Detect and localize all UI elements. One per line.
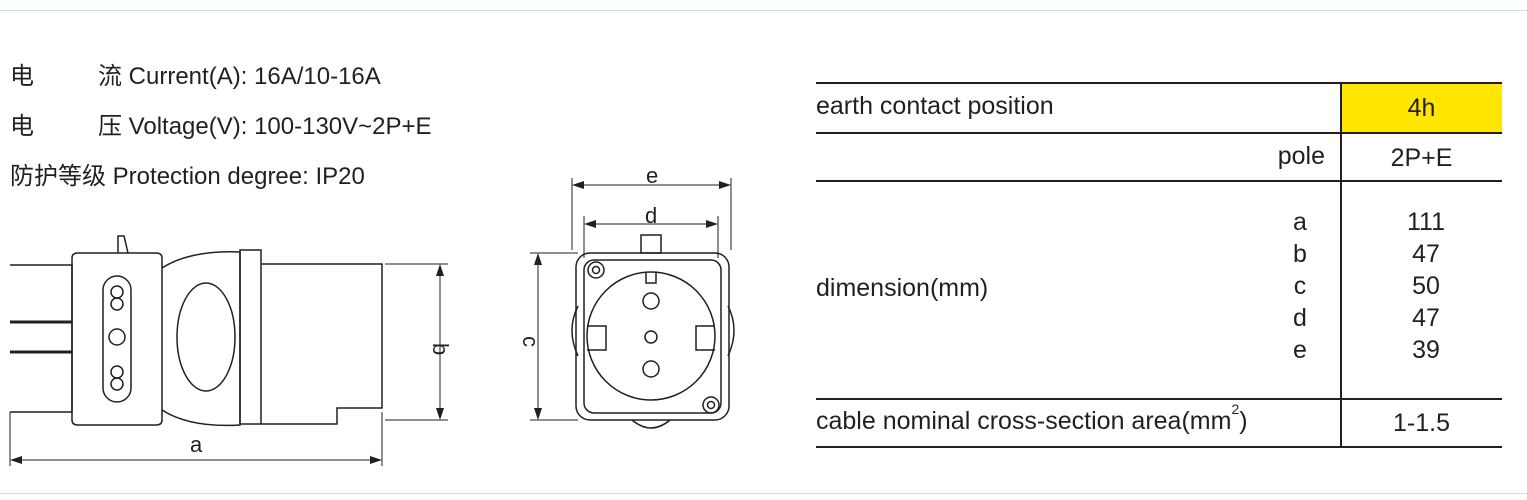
dimension-letters: a b c d e — [1280, 206, 1320, 366]
cable-area-sup: 2 — [1231, 401, 1240, 417]
spec-voltage-cn-a: 电 — [10, 113, 34, 140]
dimension-values: 111 47 50 47 39 — [1371, 206, 1481, 366]
pole-label: pole — [1277, 142, 1325, 170]
spec-voltage-cn-b: 压 — [98, 113, 122, 140]
dimension-letter: b — [1293, 240, 1307, 268]
dimension-value: 50 — [1412, 272, 1440, 300]
spec-protection: 防护等级 Protection degree: IP20 — [10, 162, 365, 192]
top-rule — [0, 10, 1527, 11]
dimension-value: 39 — [1412, 336, 1440, 364]
dim-label-b: b — [428, 343, 453, 355]
dim-label-d: d — [645, 203, 657, 228]
earth-contact-value: 4h — [1407, 94, 1436, 122]
socket-front-view — [530, 178, 735, 429]
plug-side-view — [9, 235, 448, 466]
dim-label-e: e — [646, 163, 658, 188]
spec-voltage: 电 压 Voltage(V): 100-130V~2P+E — [10, 112, 432, 142]
spec-current-cn-a: 电 — [10, 63, 34, 90]
dim-label-c: c — [518, 336, 543, 347]
dimension-letter: c — [1293, 272, 1307, 300]
dimension-letter: d — [1293, 304, 1307, 332]
spec-current-text: Current(A): 16A/10-16A — [128, 63, 381, 90]
earth-contact-label: earth contact position — [816, 92, 1054, 120]
cable-area-value: 1-1.5 — [1393, 409, 1450, 437]
spec-protection-cn: 防护等级 — [10, 163, 106, 190]
dimension-letter: a — [1293, 208, 1307, 236]
dimension-value: 47 — [1412, 304, 1440, 332]
dim-label-a: a — [190, 432, 203, 457]
technical-drawing: a b c d e — [9, 163, 735, 466]
dimension-label: dimension(mm) — [816, 274, 989, 302]
cable-area-label: cable nominal cross-section area(mm2) — [816, 401, 1248, 436]
earth-value-highlight — [1341, 83, 1502, 132]
dimension-letter: e — [1293, 336, 1307, 364]
spec-voltage-text: Voltage(V): 100-130V~2P+E — [128, 113, 432, 140]
spec-current: 电 流 Current(A): 16A/10-16A — [10, 62, 381, 92]
dimension-value: 111 — [1406, 208, 1445, 236]
dimension-value: 47 — [1412, 240, 1440, 268]
bottom-rule — [0, 493, 1527, 494]
cable-area-text: cable nominal cross-section area(mm — [816, 407, 1232, 435]
pole-value: 2P+E — [1390, 144, 1453, 172]
spec-protection-text: Protection degree: IP20 — [112, 163, 365, 190]
cable-area-close: ) — [1239, 407, 1248, 435]
spec-current-cn-b: 流 — [98, 63, 122, 90]
